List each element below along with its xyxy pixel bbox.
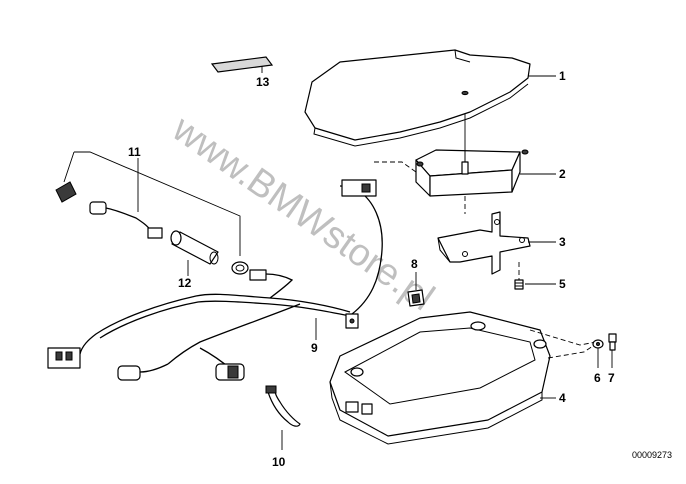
part-12-sleeve — [170, 230, 219, 276]
callout-10: 10 — [272, 455, 286, 469]
callout-4: 4 — [559, 391, 566, 405]
callout-1: 1 — [559, 69, 566, 83]
part-8-grommet — [407, 272, 425, 307]
part-1-cover — [304, 49, 556, 160]
callout-3: 3 — [559, 235, 566, 249]
callout-6: 6 — [594, 371, 601, 385]
callout-8: 8 — [411, 257, 418, 271]
part-5-screw — [514, 262, 556, 290]
part-7-bolt — [608, 333, 617, 368]
callout-9: 9 — [311, 341, 318, 355]
callout-11: 11 — [128, 145, 141, 159]
callout-7: 7 — [608, 371, 615, 385]
part-9-wiring-harness — [47, 179, 383, 381]
part-10-cable-tie — [265, 385, 301, 450]
part-3-bracket — [437, 211, 556, 275]
document-number: 00009273 — [632, 450, 672, 460]
part-11-plug-assembly — [55, 151, 249, 275]
part-2-control-unit — [374, 149, 556, 214]
callout-12: 12 — [178, 276, 192, 290]
part-13-pad — [210, 56, 274, 73]
watermark: www.BMWstore.pl — [164, 107, 441, 319]
part-4-housing-tray — [329, 311, 597, 445]
callout-13: 13 — [256, 75, 270, 89]
callout-5: 5 — [559, 277, 566, 291]
part-6-washer — [592, 339, 604, 368]
callout-2: 2 — [559, 167, 566, 181]
